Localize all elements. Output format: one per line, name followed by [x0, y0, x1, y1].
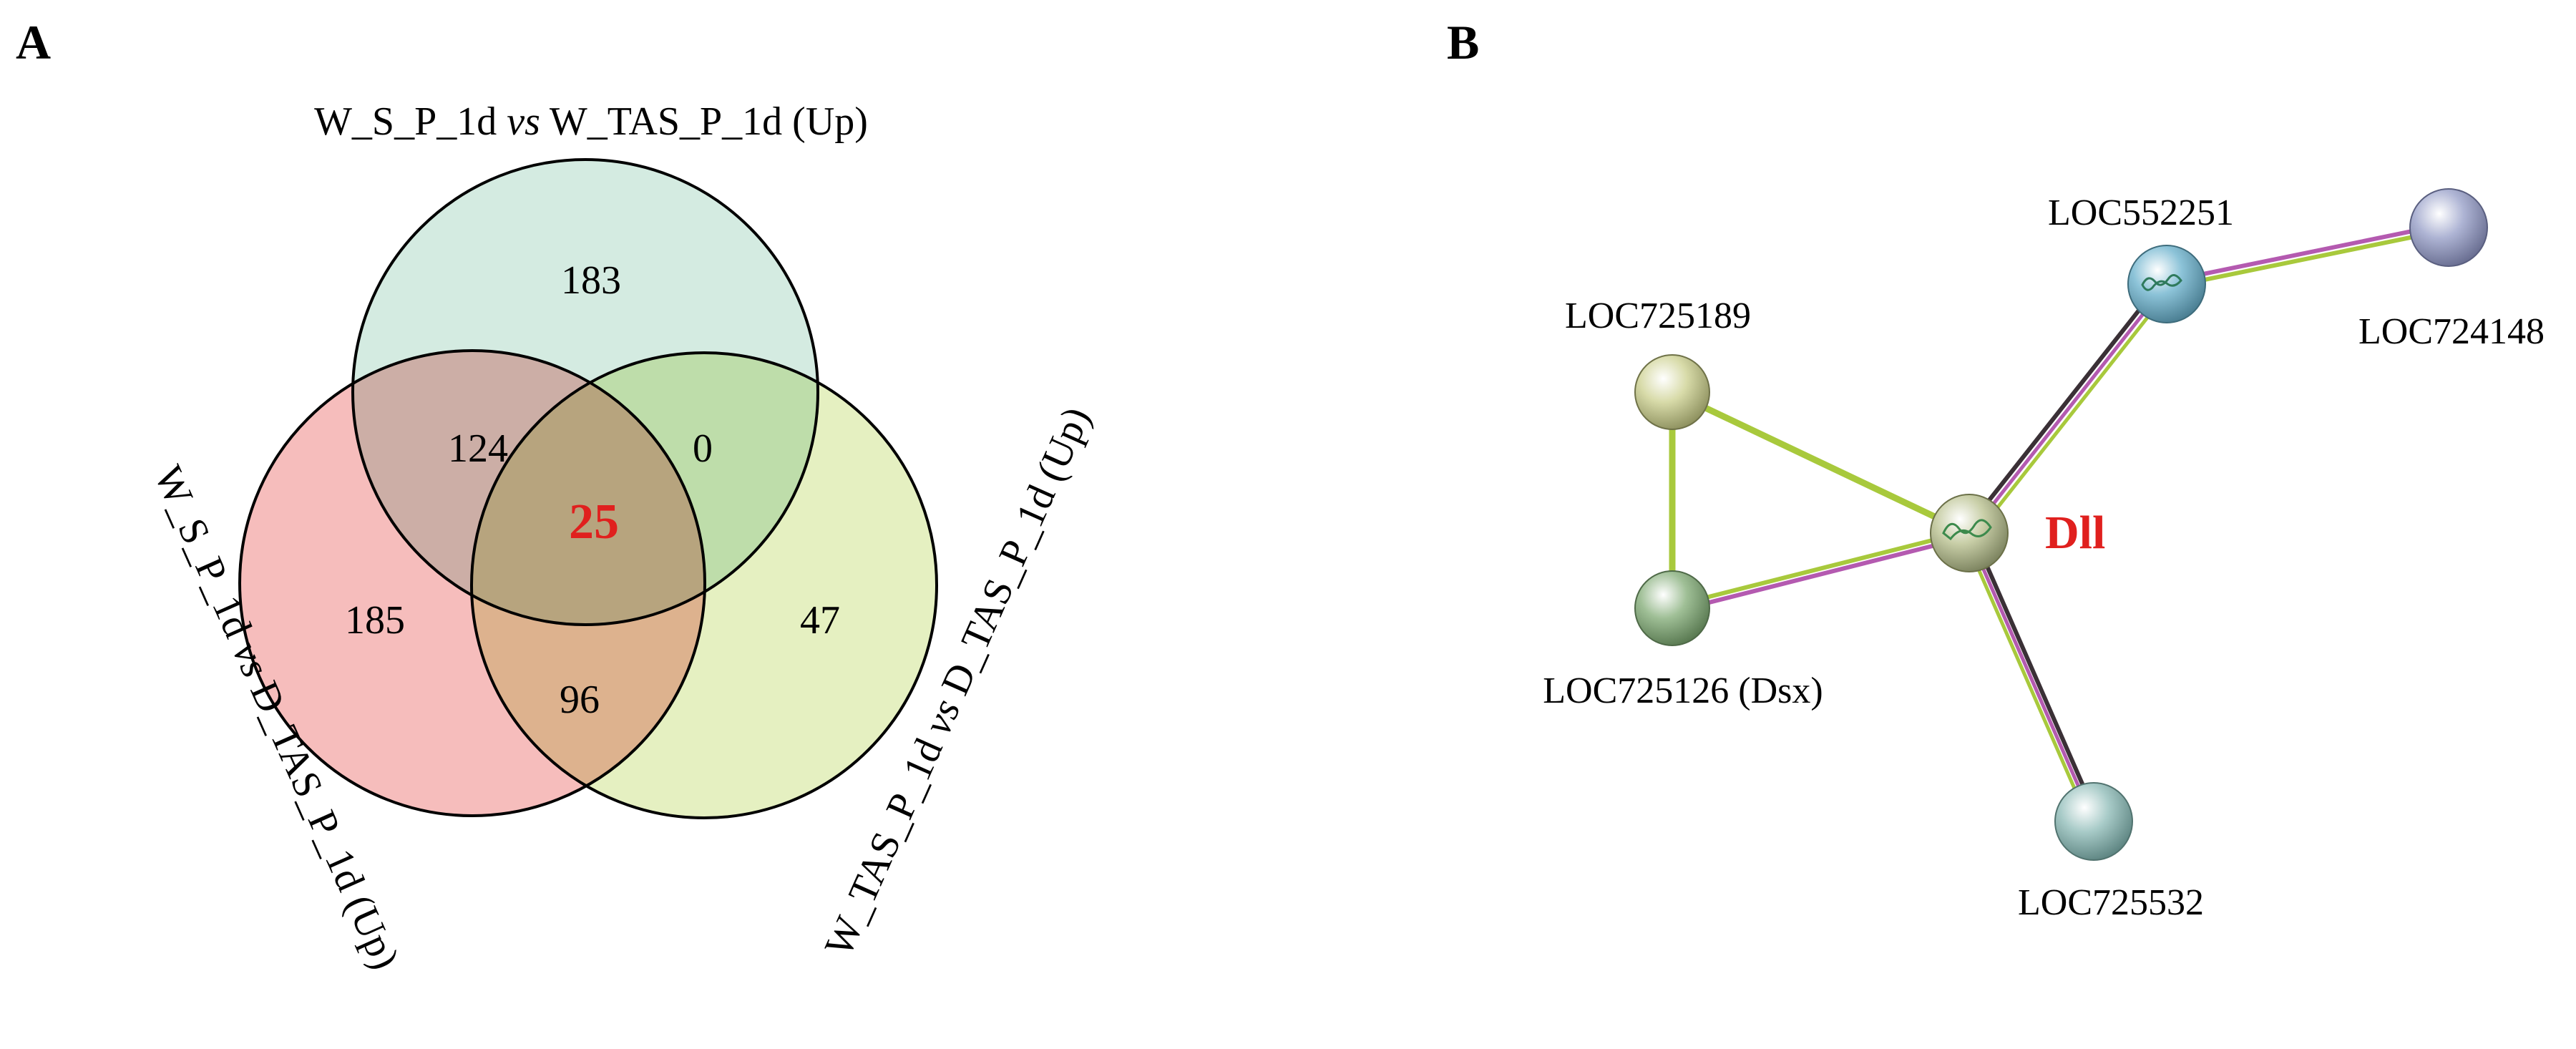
edge-725189-dll	[1671, 389, 1971, 537]
node-loc724148-sphere	[2409, 188, 2488, 267]
node-loc725189[interactable]	[1634, 354, 1710, 430]
count-left-only: 185	[345, 598, 405, 643]
node-label-loc724148: LOC724148	[2358, 311, 2545, 352]
count-right-only: 47	[800, 598, 840, 643]
node-label-loc725532: LOC725532	[2018, 882, 2204, 923]
node-loc552251[interactable]	[2127, 245, 2206, 323]
node-loc725532-sphere	[2054, 782, 2133, 861]
venn-outline-right	[470, 351, 938, 819]
venn-outline-left	[238, 349, 706, 817]
count-left-right: 96	[560, 678, 600, 722]
count-top-only: 183	[561, 258, 621, 303]
panel-b-letter: B	[1447, 15, 1479, 69]
network-edges	[1669, 222, 2449, 821]
node-loc725189-sphere	[1634, 354, 1710, 430]
count-center: 25	[569, 494, 619, 550]
node-loc725532[interactable]	[2054, 782, 2133, 861]
node-label-loc725126: LOC725126 (Dsx)	[1543, 670, 1823, 711]
venn-outline-top	[351, 158, 819, 626]
edge-552251-724148	[2167, 222, 2449, 289]
protein-structure-icon	[1942, 519, 1992, 541]
protein-structure-icon	[2141, 274, 2182, 291]
node-label-dll: Dll	[2045, 507, 2105, 559]
edge-dll-552251	[1963, 279, 2172, 540]
node-loc725126-sphere	[1634, 570, 1710, 646]
set-label-top: W_S_P_1d vs W_TAS_P_1d (Up)	[314, 99, 868, 144]
set-label-top-pre: W_S_P_1d	[314, 99, 507, 144]
edge-725126-dll	[1672, 529, 1970, 614]
set-label-top-vs: vs	[507, 99, 540, 144]
node-dll[interactable]	[1930, 494, 2009, 572]
node-loc724148[interactable]	[2409, 188, 2488, 267]
edge-dll-725532	[1963, 534, 2099, 821]
node-label-loc725189: LOC725189	[1565, 296, 1751, 336]
panel-a-letter: A	[16, 15, 51, 69]
count-top-left: 124	[448, 426, 508, 471]
node-label-loc552251: LOC552251	[2048, 192, 2234, 233]
node-loc725126[interactable]	[1634, 570, 1710, 646]
set-label-right-post: D_TAS_P_1d (Up)	[929, 401, 1099, 711]
count-top-right: 0	[693, 426, 713, 471]
set-label-top-post: W_TAS_P_1d (Up)	[540, 99, 868, 144]
